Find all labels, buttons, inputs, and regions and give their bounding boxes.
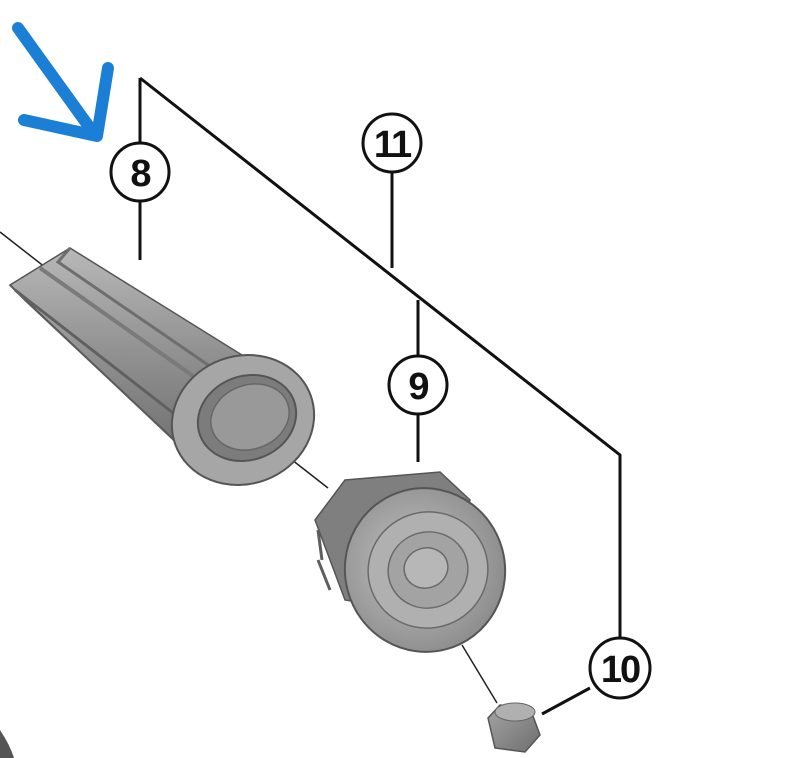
arrow-down-right-icon <box>12 22 114 142</box>
edge-fragment <box>0 730 14 758</box>
callout-10: 10 <box>588 636 652 700</box>
part-8-sleeve <box>8 247 316 486</box>
part-9-cap <box>314 471 507 653</box>
callout-9-label: 9 <box>408 366 428 408</box>
callout-11: 11 <box>361 112 423 174</box>
leader-lines <box>138 76 622 716</box>
callout-8: 8 <box>109 141 171 203</box>
callout-9: 9 <box>387 354 449 416</box>
callout-11-label: 11 <box>374 124 412 166</box>
part-10-plug <box>487 702 541 753</box>
callout-8-label: 8 <box>130 153 150 195</box>
callout-10-label: 10 <box>601 649 640 691</box>
plug-axis-line <box>461 644 498 704</box>
